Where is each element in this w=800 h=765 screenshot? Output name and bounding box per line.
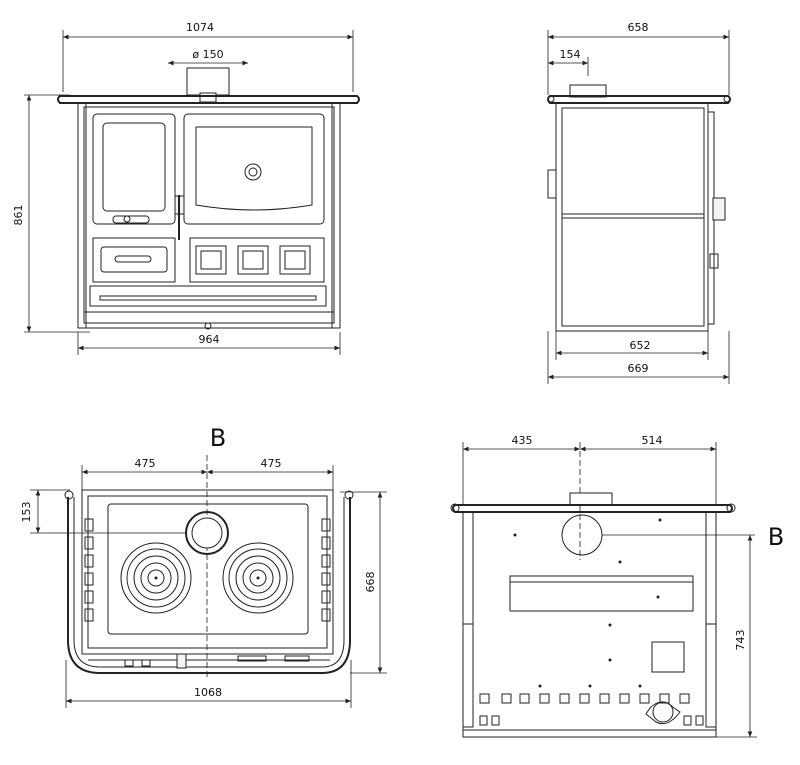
top-flue-collar: [185, 511, 229, 555]
front-flue-diameter-label: ø 150: [192, 48, 223, 61]
front-view: 1074 ø 150 861: [12, 21, 360, 355]
front-width-label: 1074: [186, 21, 214, 34]
top-depth-label: 668: [364, 572, 377, 593]
rear-section-label-b: B: [768, 523, 784, 551]
rear-inspection-hatch: [651, 641, 685, 673]
rear-flue-outlet: [561, 514, 603, 556]
side-body-label: 652: [630, 339, 651, 352]
top-view: B 475 475 153: [20, 424, 387, 708]
storage-panel-right: [279, 245, 311, 275]
top-towel-rail: [67, 497, 351, 674]
rear-dim-left-label: 435: [512, 434, 533, 447]
hotplate-left: [120, 542, 192, 614]
rear-height-label: 743: [734, 630, 747, 651]
rear-vent-row: [479, 693, 704, 726]
front-hob-rail: [57, 95, 360, 104]
front-base-label: 964: [199, 333, 220, 346]
side-depth-label: 658: [628, 21, 649, 34]
oven-thermometer-icon: [244, 163, 262, 181]
hob-body: [81, 489, 334, 655]
top-width-label: 1068: [194, 686, 222, 699]
oven-door: [183, 113, 325, 225]
top-section-label-b: B: [210, 424, 226, 452]
fire-door: [92, 113, 176, 225]
front-height-label: 861: [12, 205, 25, 226]
side-flue-offset-label: 154: [560, 48, 581, 61]
top-front-offset-label: 153: [20, 502, 33, 523]
rear-dim-right-label: 514: [642, 434, 663, 447]
side-body: [555, 102, 709, 332]
side-total-label: 669: [628, 362, 649, 375]
top-dim-right-label: 475: [261, 457, 282, 470]
ash-drawer: [92, 237, 176, 283]
rear-service-panel: [509, 575, 694, 612]
storage-panel-middle: [237, 245, 269, 275]
rear-air-intake: [645, 701, 681, 725]
hotplate-right: [222, 542, 294, 614]
hob-plate: [107, 503, 309, 635]
top-dim-left-label: 475: [135, 457, 156, 470]
rear-view: 435 514 B: [450, 434, 784, 738]
side-view: 658 154 652 669: [547, 21, 731, 384]
storage-panel-left: [195, 245, 227, 275]
front-flue-pipe: [186, 67, 230, 96]
